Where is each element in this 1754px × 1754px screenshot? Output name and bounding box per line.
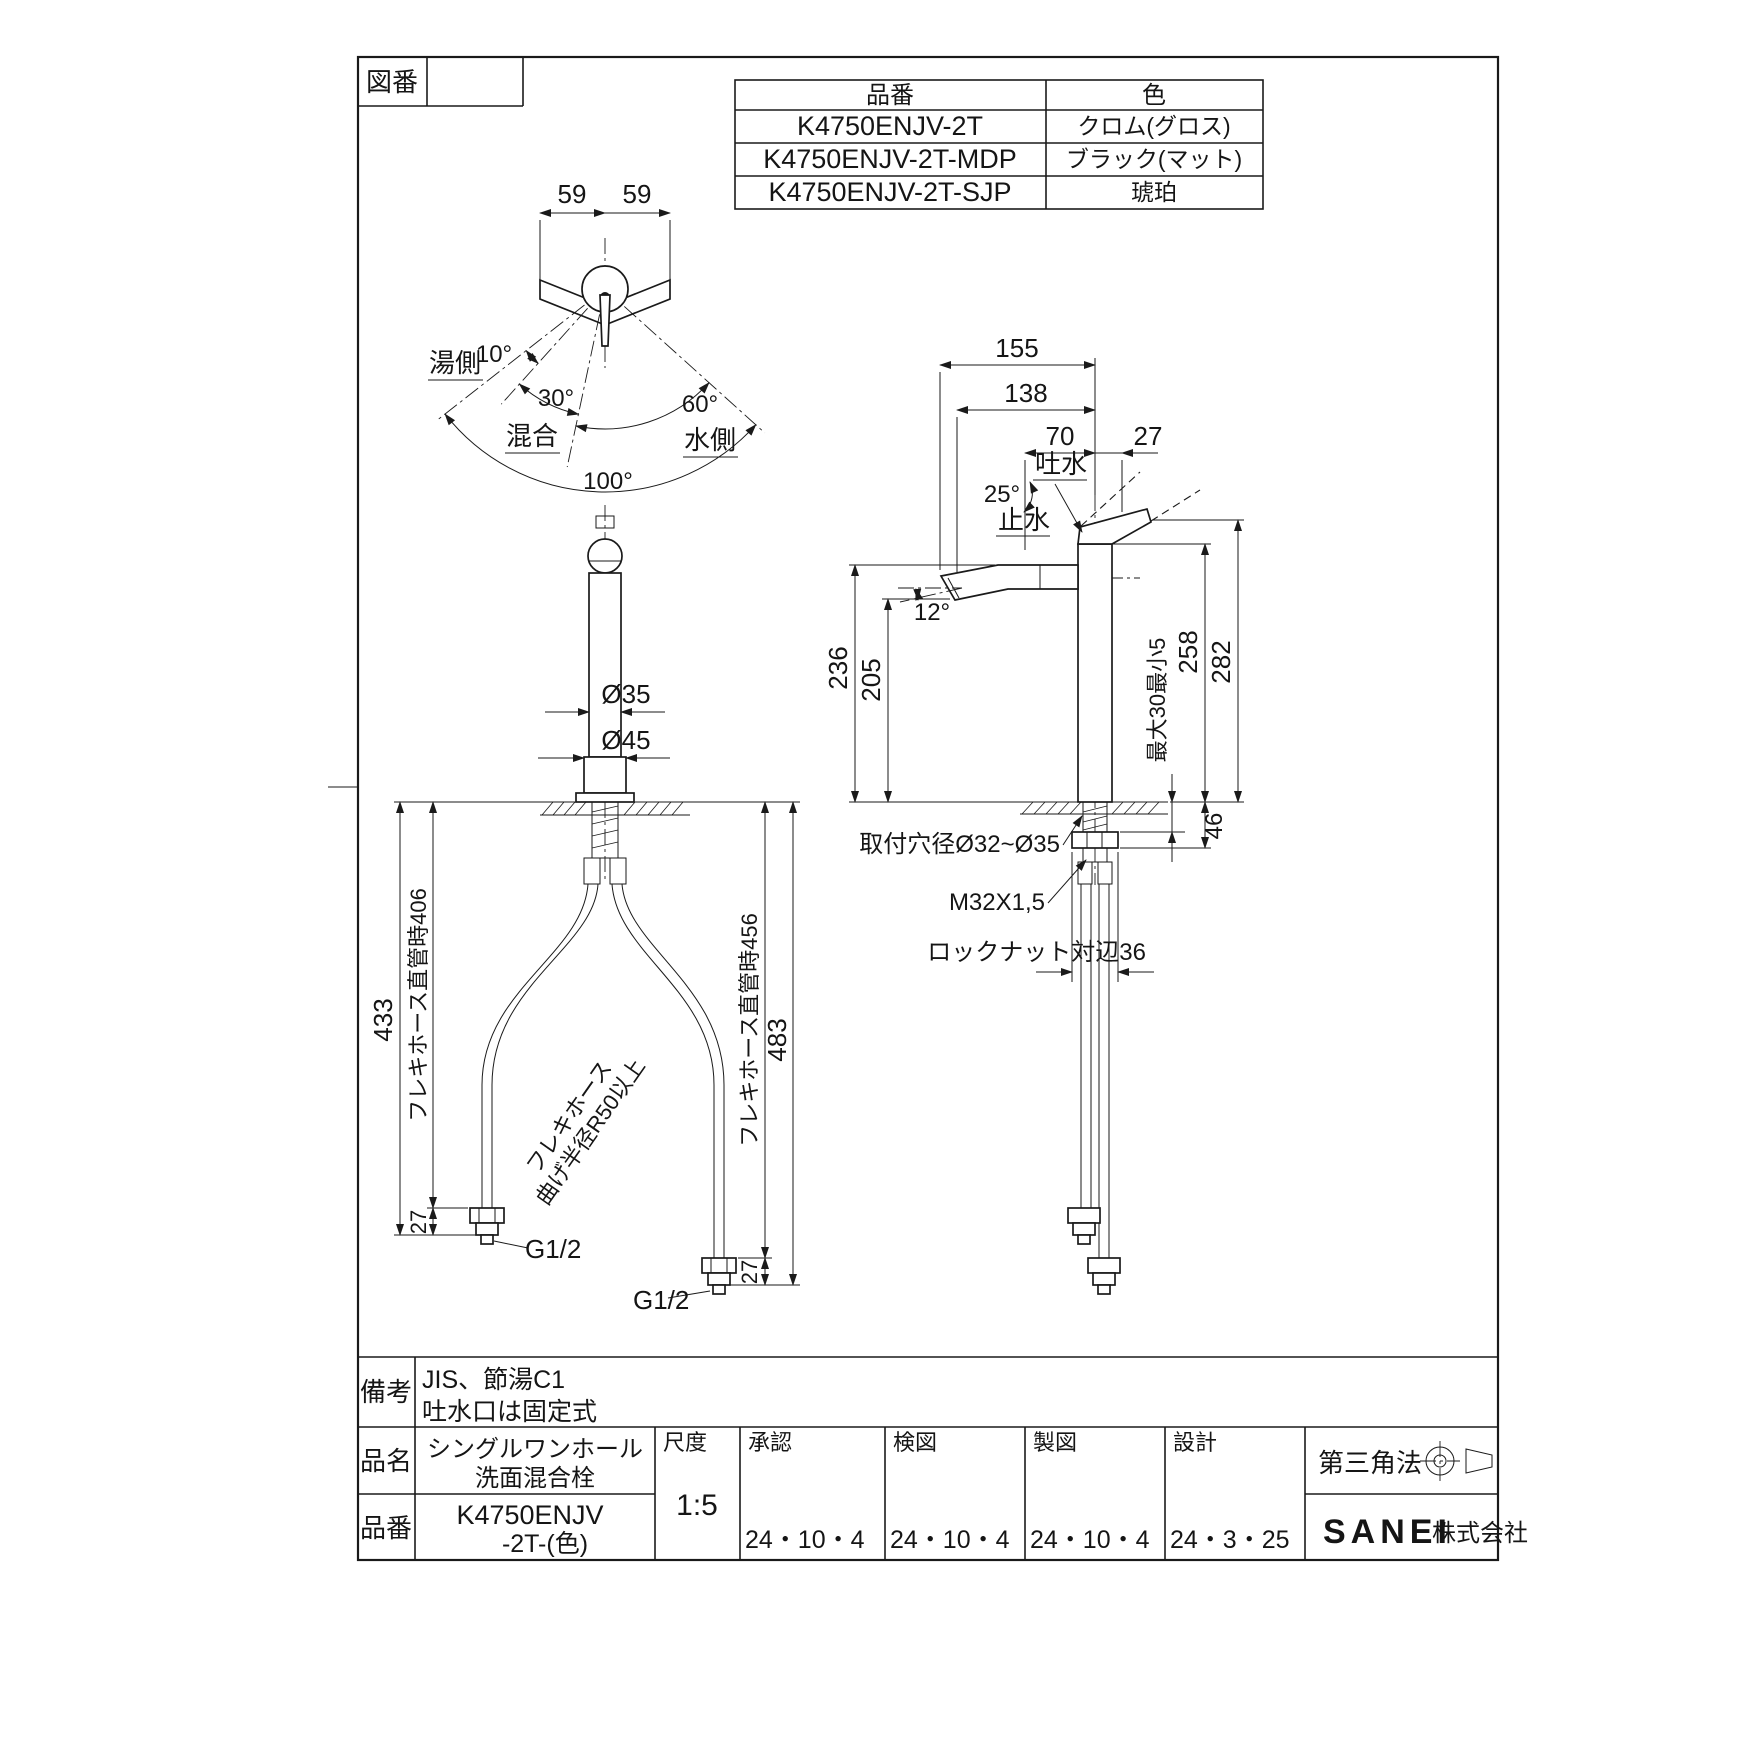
design-label: 設計 <box>1173 1430 1217 1455</box>
hose-fitting-side-1 <box>1067 1207 1101 1245</box>
angle-25: 25° <box>984 481 1020 508</box>
hose-fitting-side-2 <box>1087 1257 1121 1295</box>
dim-27-right: 27 <box>737 1260 762 1284</box>
remarks-line2: 吐水口は固定式 <box>422 1398 597 1426</box>
lever-plan <box>599 294 611 347</box>
dim-236: 236 <box>823 646 853 689</box>
dim-205: 205 <box>856 658 886 701</box>
counter-hatch-side <box>1021 801 1160 815</box>
product-name-label: 品名 <box>360 1446 412 1476</box>
company-suffix: 株式会社 <box>1432 1520 1528 1547</box>
counter-hatch <box>541 801 684 816</box>
projection-label: 第三角法 <box>1318 1448 1422 1478</box>
dim-46: 46 <box>1201 813 1228 840</box>
product-name-line1: シングルワンホール <box>427 1436 643 1463</box>
part-number-label: 品番 <box>360 1513 412 1543</box>
zuban-label: 図番 <box>366 67 418 97</box>
dim-dia45: Ø45 <box>601 725 650 755</box>
label-cold-side: 水側 <box>684 425 736 455</box>
note-locknut: ロックナット対辺36 <box>927 939 1146 966</box>
check-date: 24・10・4 <box>890 1526 1010 1554</box>
angle-60: 60° <box>682 391 718 418</box>
scale-label: 尺度 <box>663 1430 707 1455</box>
parts-col-color: 色 <box>1142 82 1166 109</box>
dim-282: 282 <box>1206 640 1236 683</box>
lever-ball <box>587 538 623 574</box>
hose-bend-note: フレキホース 曲げ半径R50以上 <box>521 1054 650 1210</box>
label-hot-side: 湯側 <box>429 348 481 378</box>
faucet-body-side <box>1077 543 1113 803</box>
label-mix: 混合 <box>506 421 558 451</box>
front-view: Ø35 Ø45 433 フレキホース直管時406 27 483 フレキホース直管… <box>368 505 800 1315</box>
dim-258: 258 <box>1173 630 1203 673</box>
hose-fitting-left <box>469 1207 505 1245</box>
approve-label: 承認 <box>748 1430 792 1455</box>
dim-flex-456: フレキホース直管時456 <box>737 913 762 1147</box>
label-stop: 止水 <box>998 505 1050 535</box>
dim-flex-406: フレキホース直管時406 <box>406 888 431 1122</box>
lock-nut <box>1071 831 1119 849</box>
dim-27-left: 27 <box>406 1210 431 1234</box>
dim-59-left: 59 <box>558 179 587 209</box>
part-number-line1: K4750ENJV <box>456 1500 603 1530</box>
dim-138: 138 <box>1004 378 1047 408</box>
angle-100: 100° <box>583 468 633 495</box>
dim-483: 483 <box>762 1018 792 1061</box>
zuban-box: 図番 <box>358 57 524 107</box>
third-angle-projection-icon <box>1420 1441 1493 1481</box>
part-number: K4750ENJV-2T-MDP <box>763 144 1017 174</box>
sheet-frame <box>328 55 1500 1562</box>
hose-fitting-right <box>701 1257 737 1295</box>
product-name-line2: 洗面混合栓 <box>475 1465 595 1492</box>
part-number-line2: -2T-(色) <box>502 1530 588 1558</box>
approve-date: 24・10・4 <box>745 1526 865 1554</box>
g12-left: G1/2 <box>525 1234 581 1264</box>
scale-value: 1:5 <box>676 1489 718 1522</box>
g12-right: G1/2 <box>633 1285 689 1315</box>
part-number: K4750ENJV-2T-SJP <box>768 177 1011 207</box>
angle-12: 12° <box>914 599 950 626</box>
parts-table: 品番 色 K4750ENJV-2T クロム(グロス) K4750ENJV-2T-… <box>734 79 1264 210</box>
dim-deck-thickness: 最大30最小5 <box>1145 638 1170 763</box>
dim-59-right: 59 <box>623 179 652 209</box>
part-number: K4750ENJV-2T <box>797 111 983 141</box>
top-view: 59 59 湯側 10° 30° 混合 60° 水側 100° <box>428 179 766 495</box>
angle-10: 10° <box>476 341 512 368</box>
lever-side <box>1077 507 1153 545</box>
draft-label: 製図 <box>1033 1430 1077 1455</box>
check-label: 検図 <box>893 1430 937 1455</box>
part-color: ブラック(マット) <box>1066 146 1242 172</box>
faucet-body <box>588 572 622 758</box>
dim-70: 70 <box>1046 421 1075 451</box>
note-thread: M32X1,5 <box>949 889 1045 916</box>
spout <box>939 564 1079 601</box>
dim-155: 155 <box>995 333 1038 363</box>
part-color: クロム(グロス) <box>1077 113 1230 139</box>
side-view: 155 138 70 27 吐水 25° 止水 12° 236 205 282 … <box>823 333 1244 1295</box>
dim-dia35: Ø35 <box>601 679 650 709</box>
angle-30: 30° <box>538 385 574 412</box>
dim-433: 433 <box>368 998 398 1041</box>
company-name: SANEI <box>1323 1513 1452 1551</box>
remarks-label: 備考 <box>360 1377 412 1407</box>
parts-col-part: 品番 <box>866 82 914 109</box>
label-flow: 吐水 <box>1035 449 1087 479</box>
note-mounting-hole: 取付穴径Ø32~Ø35 <box>859 831 1060 858</box>
remarks-line1: JIS、節湯C1 <box>422 1366 565 1394</box>
title-block: 備考 JIS、節湯C1 吐水口は固定式 品名 シングルワンホール 洗面混合栓 品… <box>358 1356 1528 1560</box>
dim-27: 27 <box>1134 421 1163 451</box>
draft-date: 24・10・4 <box>1030 1526 1150 1554</box>
design-date: 24・3・25 <box>1170 1526 1290 1554</box>
part-color: 琥珀 <box>1131 179 1177 205</box>
